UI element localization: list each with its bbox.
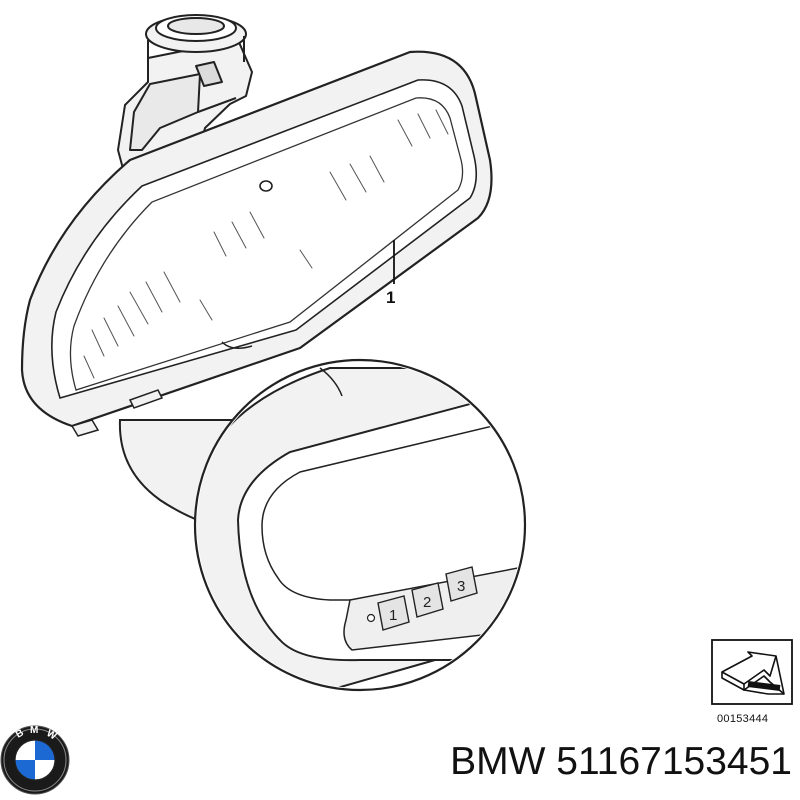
memory-button-3: 3 [445, 566, 478, 602]
svg-text:B: B [14, 727, 26, 740]
part-number-caption: BMW 51167153451 [450, 740, 792, 783]
memory-button-group: 1 2 3 [366, 566, 478, 631]
detail-view: 1 2 3 [118, 358, 527, 692]
mirror-housing [20, 50, 493, 437]
memory-button-1-label: 1 [389, 607, 397, 624]
light-sensor-icon [259, 180, 273, 192]
bmw-roundel-icon: B M W [0, 725, 70, 795]
memory-button-2-label: 2 [423, 594, 431, 611]
memory-button-3-label: 3 [457, 578, 465, 595]
indicator-led-icon [366, 613, 376, 623]
memory-button-2: 2 [411, 582, 444, 618]
memory-button-1: 1 [377, 595, 410, 631]
orientation-arrow-icon [711, 639, 793, 705]
reference-number: 00153444 [717, 713, 768, 725]
svg-text:M: M [30, 725, 38, 736]
callout-label: 1 [386, 288, 395, 307]
mirror-glass [69, 97, 464, 391]
